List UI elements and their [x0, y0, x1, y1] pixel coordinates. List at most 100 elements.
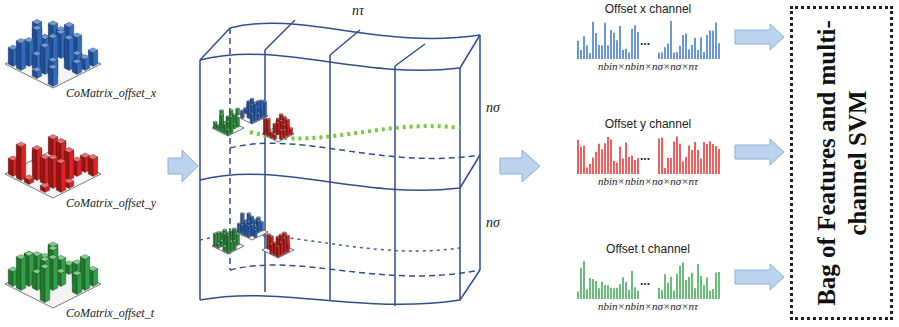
bar-plot: [212, 108, 244, 136]
bar: [229, 109, 233, 111]
bar: [258, 221, 260, 233]
histogram-bar: [661, 52, 662, 59]
block-arrows: [168, 150, 540, 182]
bar: [284, 238, 286, 254]
bar: [242, 110, 244, 118]
histogram-bar: [616, 288, 617, 299]
bar: [80, 55, 90, 60]
bar: [237, 222, 241, 224]
tensor-grid: [200, 20, 480, 306]
histogram-bar: [706, 278, 707, 299]
ellipsis: ...: [640, 34, 650, 48]
histogram-bar: [613, 33, 614, 59]
bar: [244, 222, 248, 224]
histogram-bar: [658, 53, 659, 59]
bar-plot: [236, 212, 268, 240]
histogram-bar: [661, 138, 662, 174]
bar: [286, 119, 290, 121]
bar: [240, 225, 242, 235]
bar: [226, 235, 228, 253]
histogram-bar: [664, 168, 665, 174]
dimension-formula: nbin×nbin×nσ×nσ×nτ: [598, 175, 698, 187]
bar: [281, 130, 283, 140]
histogram-bar: [709, 30, 710, 59]
matrix-label: CoMatrix_offset_x: [66, 86, 156, 101]
bar: [247, 226, 249, 238]
histogram-bar: [580, 50, 581, 59]
bar: [266, 119, 268, 137]
bar: [252, 113, 254, 123]
bar: [64, 22, 74, 27]
bar: [273, 243, 275, 256]
histogram-bar: [685, 33, 686, 59]
bar: [77, 159, 82, 176]
bar: [279, 130, 281, 140]
bar: [231, 242, 233, 252]
histogram-bar: [601, 149, 602, 174]
histogram-bar: [595, 33, 596, 59]
bar: [16, 142, 26, 147]
bar: [279, 241, 283, 243]
bar: [250, 113, 252, 123]
bar: [255, 230, 257, 238]
bar: [236, 108, 240, 110]
histograms: [578, 21, 719, 299]
bar: [16, 257, 21, 291]
histogram-bar: [631, 29, 632, 59]
bar: [282, 237, 286, 239]
bar: [16, 41, 21, 71]
bar: [8, 269, 13, 286]
bar: [228, 235, 230, 253]
histogram-bar: [616, 162, 617, 174]
bar: [247, 225, 251, 227]
histogram-bar: [631, 156, 632, 174]
histogram-bar: [691, 150, 692, 174]
histogram-bar: [703, 52, 704, 59]
bar: [8, 158, 13, 176]
bar: [253, 230, 255, 238]
bar: [270, 131, 274, 133]
histogram-bar: [598, 45, 599, 59]
bar: [93, 50, 98, 66]
bar: [223, 229, 227, 231]
histogram-bar: [685, 157, 686, 174]
bar: [64, 37, 69, 70]
histogram-bar: [703, 142, 704, 174]
bar: [234, 241, 236, 250]
histogram-bar: [715, 273, 716, 299]
histogram-bar: [676, 136, 677, 174]
bar: [220, 114, 222, 132]
axis-label: nσ: [486, 100, 500, 116]
bar: [77, 273, 82, 294]
histogram-bar: [667, 158, 668, 174]
ellipsis: ...: [640, 149, 650, 163]
channel-title: Offset x channel: [605, 2, 692, 16]
histogram-bar: [715, 146, 716, 174]
histogram-bar: [625, 49, 626, 59]
bar: [240, 110, 242, 118]
block-arrow: [735, 139, 784, 165]
histogram-bar: [688, 277, 689, 299]
bar: [226, 128, 230, 130]
histogram-bar: [625, 282, 626, 299]
histogram-bar: [712, 289, 713, 299]
histogram-bar: [694, 142, 695, 174]
histogram-bar: [622, 159, 623, 174]
bar: [32, 271, 37, 290]
bar: [270, 235, 274, 237]
channel-title: Offset y channel: [605, 117, 692, 131]
histogram-bar: [634, 287, 635, 299]
histogram-bar: [679, 144, 680, 174]
bar: [53, 257, 58, 290]
histogram-bar: [589, 278, 590, 299]
bar: [61, 271, 66, 287]
histogram-bar: [700, 159, 701, 174]
histogram-bar: [610, 139, 611, 174]
bar: [247, 100, 251, 102]
histogram-bar: [712, 31, 713, 59]
histogram-bar: [712, 144, 713, 174]
histogram-bar: [607, 45, 608, 59]
histogram-bar: [667, 44, 668, 59]
histogram-bar: [679, 266, 680, 299]
bar: [40, 264, 50, 269]
